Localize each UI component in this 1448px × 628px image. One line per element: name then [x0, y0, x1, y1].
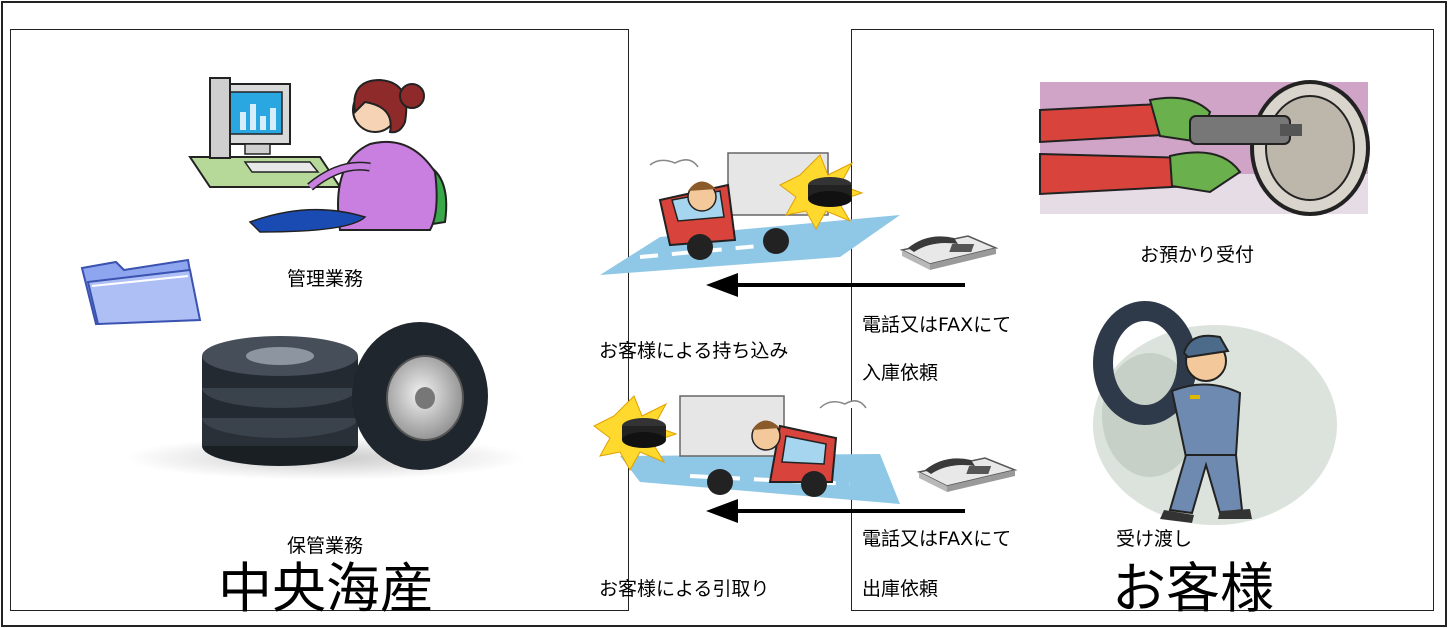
dropoff-label: お客様による持ち込み [599, 340, 789, 362]
fax-icon [916, 457, 1018, 492]
fax-icon [899, 235, 999, 270]
company-name: 中央海産 [218, 557, 434, 620]
handover-label: 受け渡し [1116, 528, 1193, 550]
request-in-line2: 入庫依頼 [862, 362, 939, 384]
customer-name: お客様 [1112, 557, 1274, 620]
request-out-line2: 出庫依頼 [862, 578, 939, 600]
management-label: 管理業務 [287, 268, 364, 290]
reception-label: お預かり受付 [1140, 244, 1255, 266]
dropoff-arrow-head [706, 273, 738, 297]
pickup-arrow-head [706, 499, 738, 523]
company-box [10, 29, 629, 611]
folder-icon [80, 258, 202, 326]
pickup-label: お客様による引取り [599, 578, 770, 600]
truck-icon [600, 152, 900, 275]
tire-carrier-icon [1093, 301, 1337, 525]
computer-worker-icon [188, 77, 448, 233]
customer-box [851, 29, 1434, 611]
tire-stack-icon [125, 322, 525, 480]
request-out-line1: 電話又はFAXにて [862, 528, 1012, 550]
request-in-line1: 電話又はFAXにて [862, 314, 1012, 336]
pickup-arrow-line [738, 509, 965, 513]
storage-label: 保管業務 [287, 535, 364, 557]
tire-wrench-icon [1039, 80, 1370, 216]
dropoff-arrow-line [738, 283, 965, 287]
truck-icon [593, 395, 900, 504]
